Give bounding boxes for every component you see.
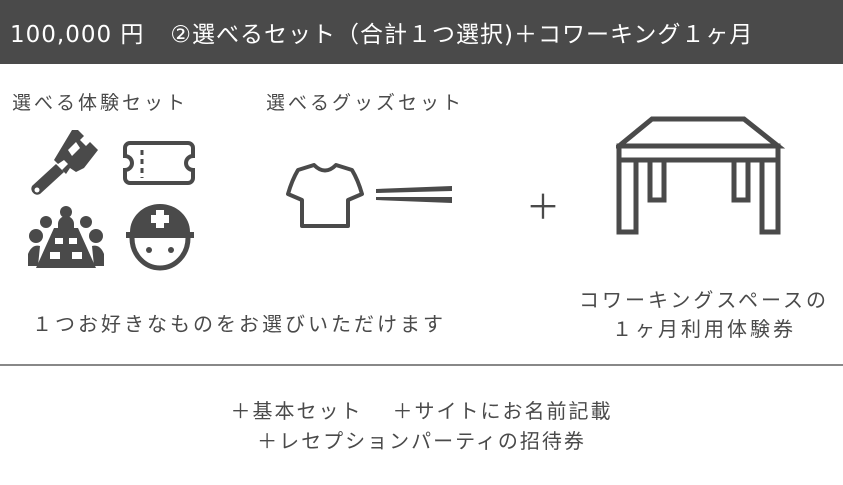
ticket-icon (123, 141, 195, 185)
plus-symbol: ＋ (526, 188, 560, 228)
benefit-basic-set: ＋基本セット (230, 399, 363, 423)
footer-benefits: ＋基本セット ＋サイトにお名前記載 ＋レセプションパーティの招待券 (0, 396, 843, 456)
choose-caption: １つお好きなものをお選びいただけます (32, 312, 446, 336)
meeting-table-icon (28, 206, 104, 268)
paintbrush-icon (31, 130, 98, 195)
section-divider (0, 364, 843, 366)
desk-icon (616, 116, 786, 235)
plan-header: 100,000 円 ②選べるセット（合計１つ選択)＋コワーキング１ヶ月 (0, 0, 843, 64)
benefit-reception-invite: ＋レセプションパーティの招待券 (257, 429, 586, 453)
plan-title: ②選べるセット（合計１つ選択)＋コワーキング１ヶ月 (170, 22, 754, 48)
goods-set-label: 選べるグッズセット (266, 92, 465, 114)
benefit-site-name: ＋サイトにお名前記載 (392, 399, 613, 423)
helmet-worker-icon (126, 204, 194, 271)
coworking-caption-line2: １ヶ月利用体験券 (612, 317, 796, 341)
plan-price: 100,000 円 (10, 22, 145, 48)
coworking-caption: コワーキングスペースの １ヶ月利用体験券 (570, 286, 838, 344)
tshirt-icon (286, 163, 364, 228)
experience-set-label: 選べる体験セット (12, 92, 189, 114)
coworking-caption-line1: コワーキングスペースの (579, 288, 829, 312)
chopsticks-icon (376, 186, 452, 203)
